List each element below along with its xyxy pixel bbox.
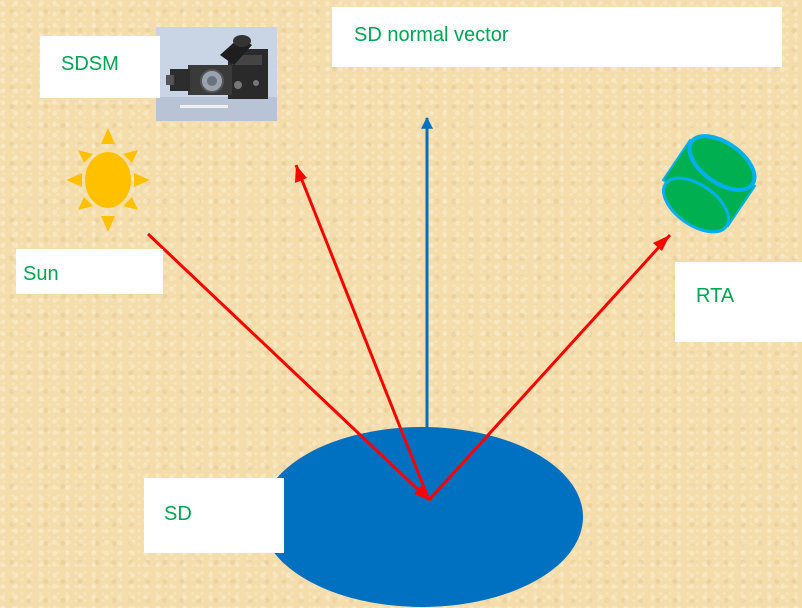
incident-ray-arrow	[146, 232, 431, 502]
rta-label: RTA	[675, 262, 802, 342]
sdsm-label: SDSM	[40, 36, 160, 98]
sd-text: SD	[164, 503, 192, 525]
sd-label: SD	[144, 478, 284, 553]
sdsm-ray-arrow	[294, 164, 431, 501]
sd-normal-vector-label: SD normal vector	[332, 7, 782, 67]
rta-text: RTA	[696, 285, 735, 307]
incident-ray-arrowhead	[414, 485, 429, 500]
sd-normal-vector-text: SD normal vector	[354, 24, 509, 46]
sun-icon	[66, 128, 150, 232]
sdsm-instrument-photo	[156, 27, 277, 121]
rta-cylinder-icon	[661, 134, 757, 234]
sdsm-ray-arrowhead	[295, 165, 307, 183]
sdsm-text: SDSM	[61, 53, 119, 75]
rta-ray-arrowhead	[653, 235, 670, 251]
sun-text: Sun	[23, 263, 59, 285]
rta-ray-arrow	[427, 233, 672, 502]
sd-diffuser-ellipse	[261, 427, 583, 607]
sun-label: Sun	[16, 249, 163, 294]
